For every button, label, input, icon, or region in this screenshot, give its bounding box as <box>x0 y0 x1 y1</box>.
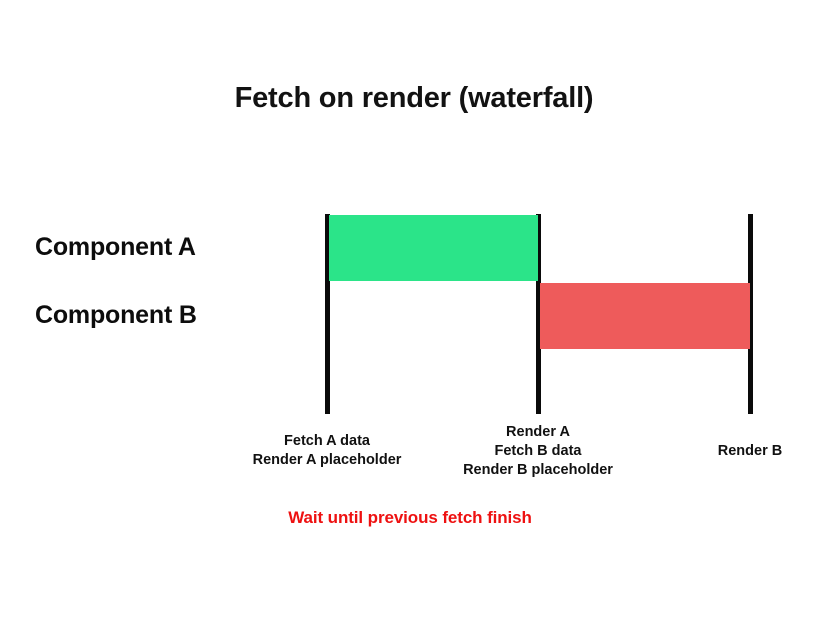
bar-component-b <box>540 283 750 349</box>
tick-caption-line: Render B placeholder <box>463 462 613 478</box>
tick-caption-line: Render A placeholder <box>252 452 402 468</box>
tick-caption-line: Render A <box>506 424 570 440</box>
timeline-marker-2 <box>536 214 541 414</box>
tick-caption-line: Fetch B data <box>494 443 582 459</box>
tick-caption-2: Render A Fetch B data Render B placehold… <box>463 423 613 480</box>
tick-caption-3: Render B <box>718 442 782 461</box>
row-label-component-a: Component A <box>35 233 196 261</box>
row-label-component-b: Component B <box>35 301 197 329</box>
tick-caption-1: Fetch A data Render A placeholder <box>253 432 402 470</box>
tick-caption-line: Fetch A data <box>284 433 370 449</box>
page-title: Fetch on render (waterfall) <box>234 82 594 114</box>
wait-annotation: Wait until previous fetch finish <box>288 508 532 527</box>
bar-component-a <box>329 215 538 281</box>
timeline-marker-1 <box>325 214 330 414</box>
timeline-marker-3 <box>748 214 753 414</box>
tick-caption-line: Render B <box>717 443 783 459</box>
